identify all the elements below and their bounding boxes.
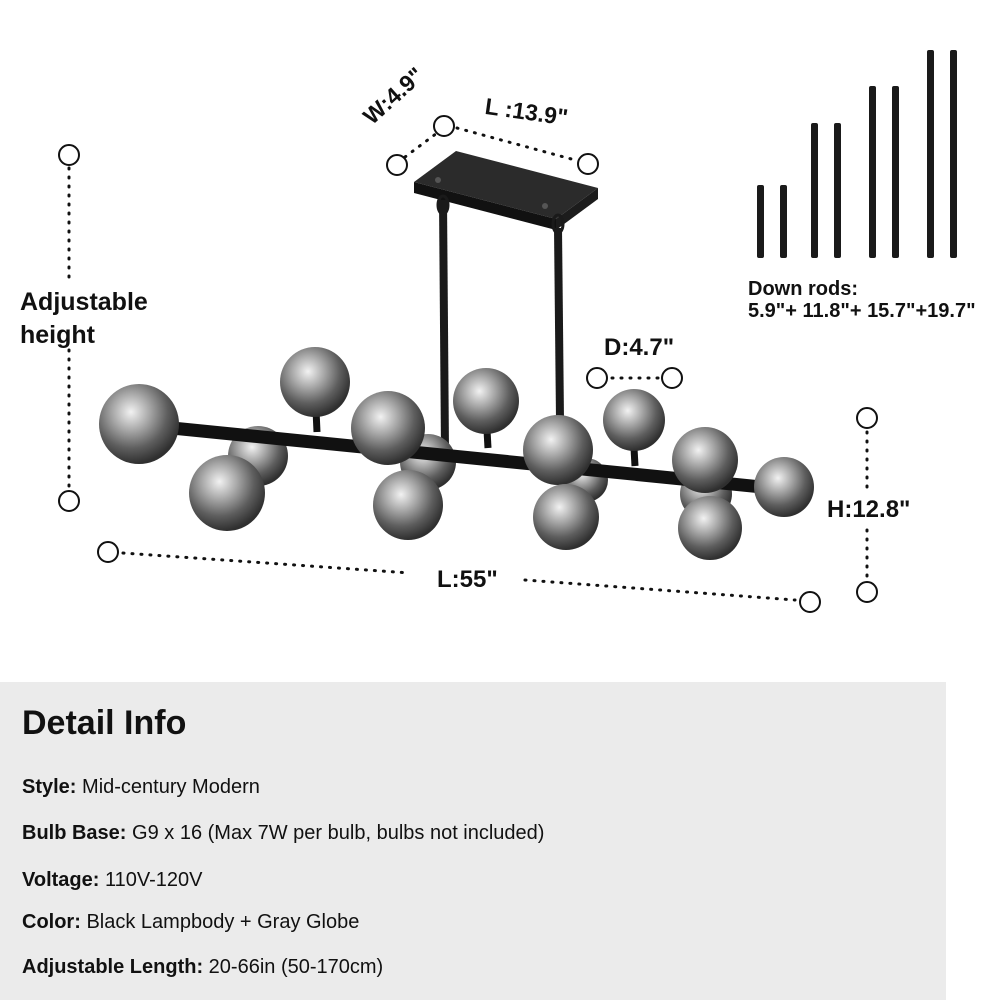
spec-key: Voltage: xyxy=(22,869,100,891)
length-guide xyxy=(97,541,821,613)
globe-diameter-label: D:4.7" xyxy=(604,334,675,361)
detail-info-title: Detail Info xyxy=(22,704,187,742)
spec-value: 110V-120V xyxy=(104,869,203,891)
lower-globes xyxy=(189,455,742,560)
down-rod-set xyxy=(757,50,957,258)
spec-row-adjustable-length: Adjustable Length: 20-66in (50-170cm) xyxy=(22,956,383,979)
spec-row-color: Color: Black Lampbody + Gray Globe xyxy=(22,911,359,934)
spec-value: 20-66in (50-170cm) xyxy=(208,956,384,978)
chandelier-illustration xyxy=(58,50,957,613)
canopy-guides xyxy=(386,115,599,176)
spec-key: Adjustable Length: xyxy=(22,956,204,978)
spec-key: Color: xyxy=(22,911,81,933)
hanging-rods xyxy=(436,194,565,453)
down-rods-values: 5.9"+ 11.8"+ 15.7"+19.7" xyxy=(748,300,976,322)
canopy-plate xyxy=(414,151,598,230)
spec-row-bulb-base: Bulb Base: G9 x 16 (Max 7W per bulb, bul… xyxy=(22,822,544,845)
spec-key: Bulb Base: xyxy=(22,822,127,844)
spec-value: Black Lampbody + Gray Globe xyxy=(86,911,360,933)
fixture-length-label: L:55" xyxy=(437,566,498,593)
diameter-guide xyxy=(586,367,683,389)
adjustable-height-label: Adjustable height xyxy=(20,288,148,349)
end-globes xyxy=(99,384,814,517)
fixture-height-guide xyxy=(856,407,878,603)
spec-key: Style: xyxy=(22,776,77,798)
fixture-height-label: H:12.8" xyxy=(827,496,911,523)
spec-value: Mid-century Modern xyxy=(82,776,260,798)
main-bar xyxy=(165,421,779,495)
upper-globes xyxy=(280,347,738,493)
chandelier-dimension-diagram: Adjustable height W:4.9" L :13.9" D:4.7"… xyxy=(20,50,976,613)
down-rods-title: Down rods: xyxy=(748,278,858,300)
height-guide-line xyxy=(58,144,80,512)
spec-row-style: Style: Mid-century Modern xyxy=(22,776,260,799)
detail-info-panel: Detail Info Style: Mid-century Modern Bu… xyxy=(0,682,946,1000)
spec-row-voltage: Voltage: 110V-120V xyxy=(22,869,202,892)
spec-value: G9 x 16 (Max 7W per bulb, bulbs not incl… xyxy=(132,822,545,844)
